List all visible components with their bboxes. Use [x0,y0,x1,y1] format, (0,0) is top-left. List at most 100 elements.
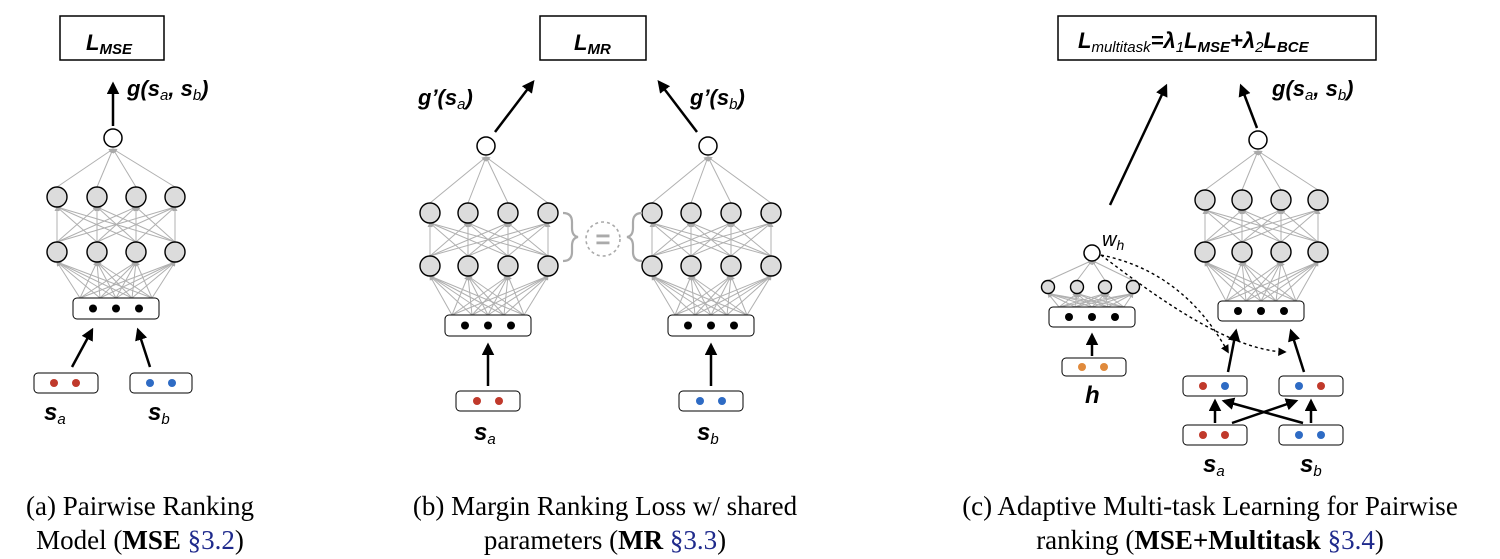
input-label-sa: sa [44,399,66,428]
concat-dot [1065,313,1073,321]
network-edge [429,275,525,316]
hidden-node [497,255,519,277]
concat-dot [1088,313,1096,321]
network-edge [451,275,509,316]
concat-dot [135,304,143,313]
network-edge [1241,261,1297,302]
concat-dot [484,321,492,330]
hidden-node [164,186,186,208]
input-dot-blue [718,397,726,405]
hidden-node [537,202,559,224]
concat-dot [707,321,715,330]
input-dot-red [1221,431,1229,439]
hidden-node [720,255,742,277]
hidden-node [419,255,441,277]
network-edge [503,275,511,316]
network-edge [1204,261,1247,302]
concat-dot [112,304,120,313]
weight-dotted-arrow-1 [1100,254,1229,354]
output-arrow [1238,83,1259,129]
network-edge [1257,150,1282,191]
network-edge [56,148,114,188]
input-label-sa: sa [474,419,496,448]
network-edge [1225,261,1243,302]
loss-label-multitask: Lmultitask=λ1LMSE+λ2LBCE [1078,28,1310,56]
network-edge [485,156,509,204]
concat-dot [1111,313,1119,321]
network-edge [79,261,176,299]
network-edge [694,275,772,316]
network-edge [487,275,509,316]
input-dot-blue [1317,431,1325,439]
output-node [698,136,718,156]
cross-arrow-ba [1221,397,1304,425]
network-edges [54,148,1321,316]
network-edge [429,222,509,257]
output-node [1248,130,1268,150]
network-edge [1280,261,1297,302]
input-dot-blue [1221,382,1229,390]
network-edge [1204,261,1297,302]
network-edge [710,275,732,316]
network-edge [99,261,176,299]
network-edge [151,261,176,299]
network-edge [115,261,176,299]
input-label-sb: sb [1300,451,1322,480]
network-edge [1204,209,1243,243]
hidden-node [125,241,147,263]
input-dot-red [50,379,58,387]
network-edge [1260,261,1319,302]
network-edge [507,275,525,316]
network-edge [726,275,772,316]
network-edge [471,275,549,316]
network-edge [1280,209,1319,243]
network-edge [429,221,549,257]
input-dot-red [1199,382,1207,390]
network-edge [1076,292,1109,308]
network-edge [99,261,137,299]
network-edge [56,261,101,299]
network-edge [651,221,772,257]
input-vector-sa [455,390,521,412]
network-edge [690,275,748,316]
input-label-h: h [1085,382,1100,409]
network-edge [651,275,748,316]
network-edge [487,275,549,316]
network-edge [1204,209,1282,243]
input-vector-sa [1182,424,1248,446]
network-edge [674,275,732,316]
network-edge [467,156,487,204]
loss-box-multitask [1057,15,1377,61]
network-edge [1225,261,1282,302]
hidden-node [680,255,702,277]
output-label-g: g(sa, sb) [1271,76,1353,104]
network-edge [694,275,732,316]
concat-dot [1280,307,1288,315]
output-node [476,136,496,156]
network-edge [96,206,176,243]
concat-dot [461,321,469,330]
equals-sign: = [595,224,610,254]
hidden-node [537,255,559,277]
loss-box-mse [59,15,165,61]
network-edge [56,205,176,243]
input-dot-blue [1295,382,1303,390]
network-edge [746,275,772,316]
hidden-node [1270,241,1292,263]
caption-c-line2: ranking (MSE+Multitask §3.4) [1036,525,1384,555]
network-edge [451,275,549,316]
shared-params-circle [585,221,621,257]
network-edge [112,148,137,188]
input-arrow-b [135,327,152,368]
network-edge [688,275,696,316]
network-edge [1239,261,1247,302]
hidden-node [1307,189,1329,211]
network-edge [1245,261,1282,302]
network-edge [1074,291,1134,308]
input-dot-red [473,397,481,405]
hidden-node [1097,279,1113,295]
network-edge [131,261,139,299]
network-edge [507,222,549,257]
concat-dot [730,321,738,330]
network-nodes [46,128,1329,295]
